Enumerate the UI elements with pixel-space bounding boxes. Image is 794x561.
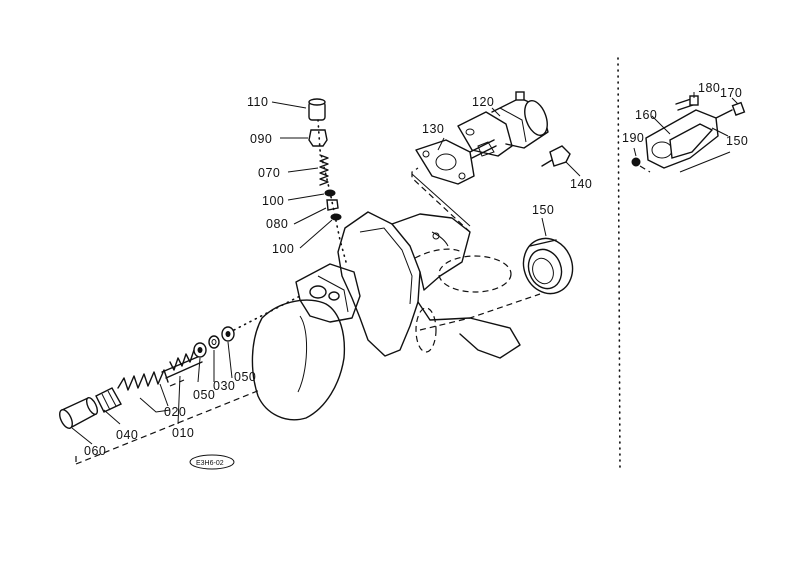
callout-030: 030 (213, 379, 235, 393)
callout-090: 090 (250, 132, 272, 146)
callout-100a: 100 (262, 194, 284, 208)
seat-080 (326, 199, 339, 211)
callout-040: 040 (116, 428, 138, 442)
gasket-130 (415, 139, 475, 185)
callout-080: 080 (266, 217, 288, 231)
drawing-code: E3H6-02 (196, 460, 224, 467)
callout-140: 140 (570, 177, 592, 191)
callout-100b: 100 (272, 242, 294, 256)
washer-100a (324, 189, 336, 197)
section-divider (617, 57, 621, 471)
gasket-160 (669, 123, 714, 159)
callout-110: 110 (247, 95, 268, 109)
callout-150a: 150 (532, 203, 554, 217)
callout-170: 170 (720, 86, 742, 100)
callout-labels: 110 090 070 100 080 100 130 120 140 150 … (84, 81, 748, 458)
callout-130: 130 (422, 122, 444, 136)
callout-070: 070 (258, 166, 280, 180)
callout-120: 120 (472, 95, 494, 109)
callout-180: 180 (698, 81, 720, 95)
valve-stack (308, 98, 347, 263)
bolt-170 (731, 101, 746, 116)
solenoid-120 (457, 91, 549, 159)
spring-070 (319, 154, 329, 186)
sleeve-060 (59, 397, 99, 429)
callout-010: 010 (172, 426, 194, 440)
callout-150b: 150 (726, 134, 748, 148)
adjuster-assembly (59, 295, 301, 466)
nut-040 (95, 387, 122, 413)
washer-100b (330, 213, 342, 221)
cover-subassembly (631, 95, 746, 173)
seal-150 (522, 237, 574, 295)
nut-030 (208, 335, 220, 349)
bolt-140 (541, 145, 571, 167)
drawing-code-badge: E3H6-02 (189, 454, 235, 470)
callout-190: 190 (622, 131, 644, 145)
solenoid-assembly (415, 91, 574, 295)
callout-050b: 050 (234, 370, 256, 384)
callout-060: 060 (84, 444, 106, 458)
plug-090 (308, 129, 328, 147)
nut-190 (631, 157, 641, 167)
screw-010 (161, 349, 203, 379)
pump-housing (251, 167, 541, 421)
leader-lines (71, 92, 739, 445)
callout-160: 160 (635, 108, 657, 122)
cover-150b (645, 109, 719, 169)
callout-020: 020 (164, 405, 186, 419)
callout-050a: 050 (193, 388, 215, 402)
spring-020 (117, 369, 169, 391)
